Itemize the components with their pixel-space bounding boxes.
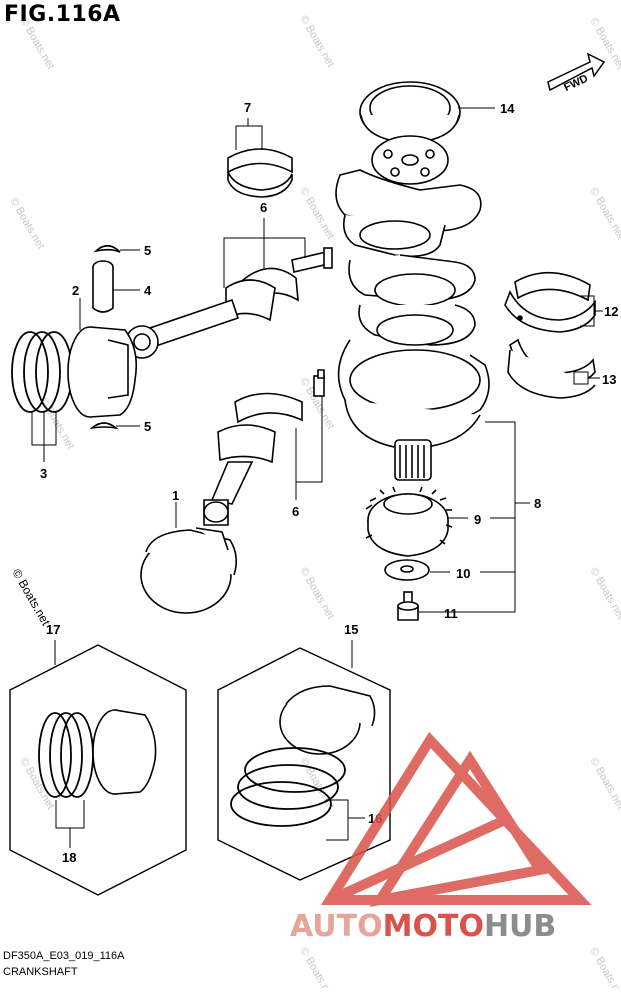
kit-box-17 — [9, 644, 187, 896]
piston-pin-4 — [92, 260, 114, 313]
connecting-rod-lower — [203, 392, 303, 526]
callout-18: 18 — [62, 850, 76, 865]
callout-9: 9 — [474, 512, 481, 527]
callout-10: 10 — [456, 566, 470, 581]
fwd-arrow: FWD — [547, 52, 606, 94]
callout-7: 7 — [244, 100, 251, 115]
leader-lines — [31, 107, 603, 848]
callout-11: 11 — [444, 606, 458, 621]
watermark: © Boats.net — [587, 186, 621, 242]
callout-13: 13 — [602, 372, 616, 387]
rod-bolt-lower — [313, 369, 325, 397]
figure-code: DF350A_E03_019_116A — [3, 950, 125, 962]
callout-1: 1 — [172, 488, 179, 503]
brand-text: AUTOMOTOHUB — [290, 909, 556, 944]
circlip-5-upper — [93, 244, 121, 253]
connecting-rod-upper — [125, 247, 333, 359]
callout-6-lower: 6 — [292, 504, 299, 519]
kit-rings-18 — [38, 712, 94, 798]
callout-12: 12 — [604, 304, 618, 319]
watermark: © Boats.net — [587, 566, 621, 622]
bolt-11 — [397, 591, 419, 621]
watermark: © Boats.net — [9, 567, 53, 629]
watermark: © Boats.net — [297, 946, 336, 989]
callout-5-lower: 5 — [144, 419, 151, 434]
gear-9 — [365, 486, 453, 557]
brand-part-auto: AUTO — [290, 909, 383, 944]
callout-6-upper: 6 — [260, 200, 267, 215]
crankshaft — [335, 135, 490, 481]
callout-8: 8 — [534, 496, 541, 511]
callout-3: 3 — [40, 466, 47, 481]
callout-4: 4 — [144, 283, 152, 298]
kit-piston-15 — [279, 685, 376, 755]
callout-17: 17 — [46, 622, 60, 637]
watermark: © Boats.net — [297, 14, 336, 70]
brand-part-moto: MOTO — [383, 909, 484, 944]
callouts: 1 2 3 4 5 5 6 6 7 8 9 10 11 12 13 14 15 … — [40, 100, 618, 865]
callout-15: 15 — [344, 622, 358, 637]
bearing-7 — [227, 148, 293, 198]
watermark: © Boats.net — [7, 196, 46, 252]
brand-part-hub: HUB — [484, 909, 556, 944]
kit-box-15 — [217, 647, 391, 881]
washer-10 — [384, 559, 430, 581]
piston-1 — [140, 527, 238, 614]
figure-name: CRANKSHAFT — [3, 966, 78, 978]
bearing-13 — [507, 338, 596, 399]
piston-rings-3 — [11, 331, 73, 413]
callout-2: 2 — [72, 283, 79, 298]
kit-rings-16 — [230, 747, 346, 827]
watermark: © Boats.net — [587, 946, 621, 989]
watermark: © Boats.net — [297, 566, 336, 622]
figure-title: FIG.116A — [4, 2, 121, 27]
callout-14: 14 — [500, 101, 515, 116]
callout-5-upper: 5 — [144, 243, 151, 258]
piston-2 — [67, 326, 138, 418]
watermark: © Boats.net — [587, 756, 621, 812]
bearing-12 — [504, 271, 596, 333]
automotohub-logo: AUTOMOTOHUB — [290, 731, 592, 944]
oil-seal-14 — [359, 81, 461, 144]
watermark: © Boats.net — [297, 186, 336, 242]
kit-piston-17 — [92, 709, 157, 795]
circlip-5-lower — [89, 422, 119, 430]
logo-emblem — [320, 731, 592, 908]
